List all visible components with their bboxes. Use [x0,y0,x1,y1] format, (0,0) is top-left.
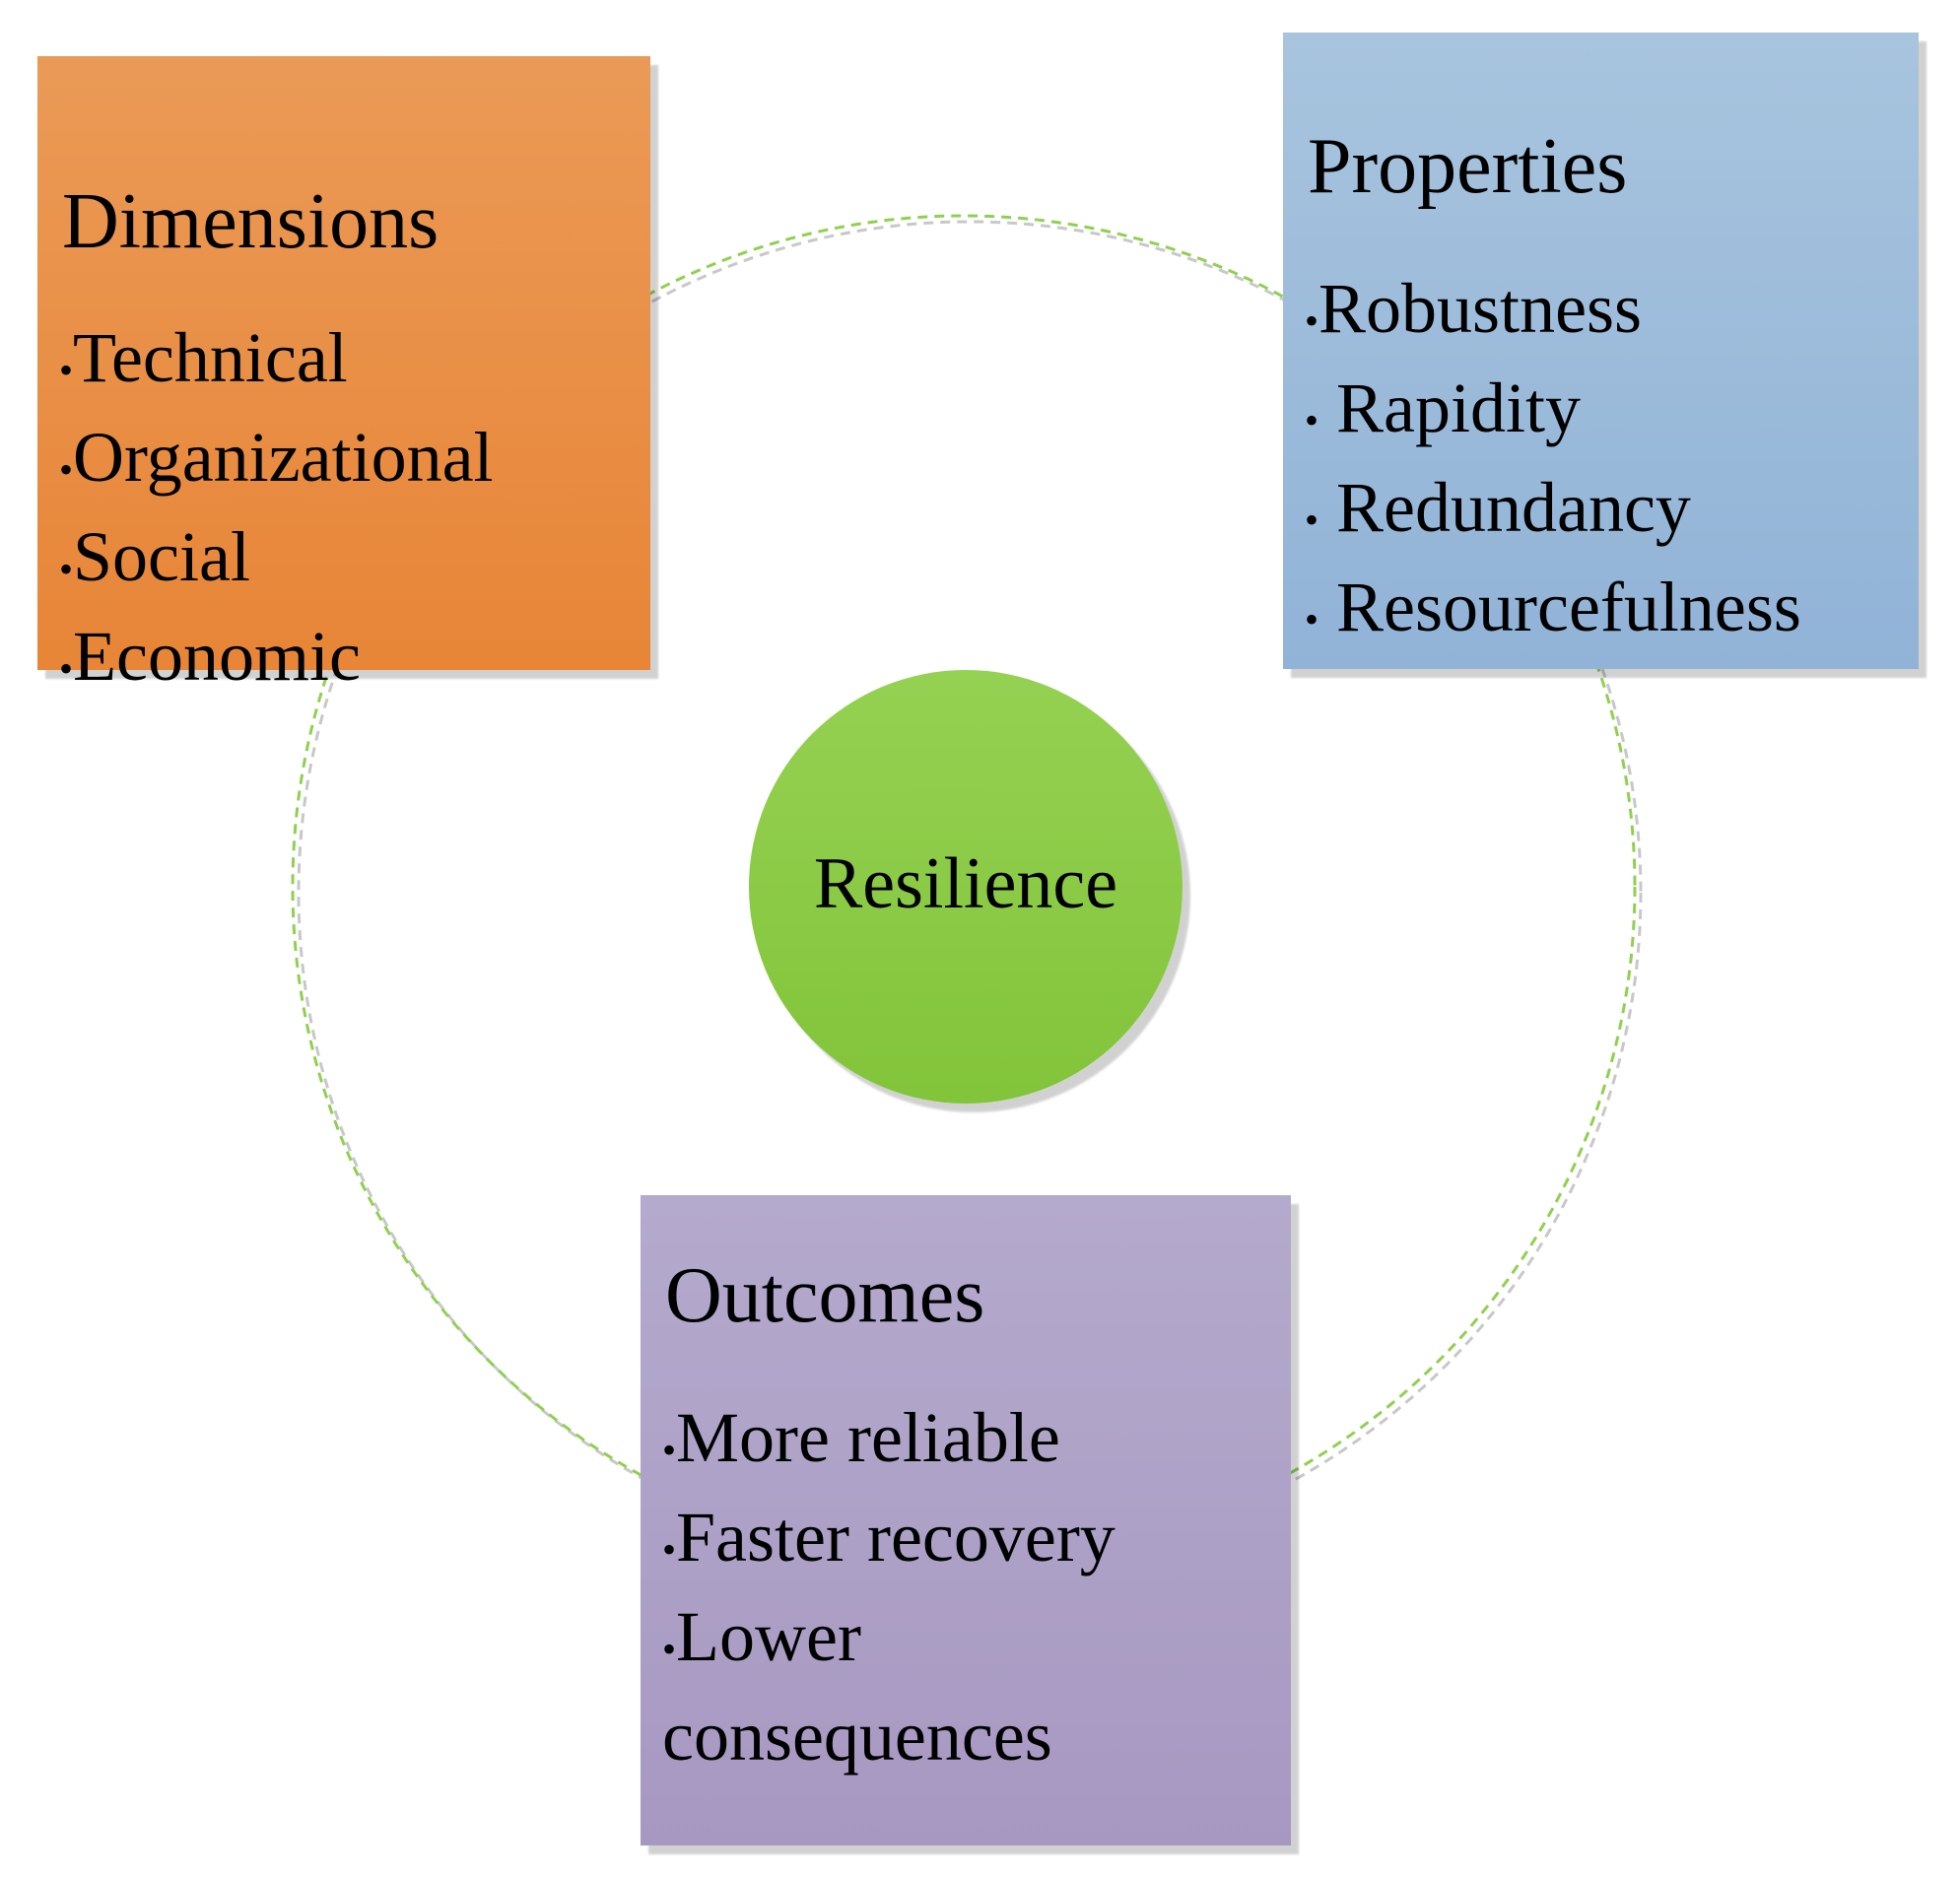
list-item-continuation: consequences [662,1693,1115,1780]
list-item-label: Social [73,517,250,596]
list-item: Robustness [1305,265,1801,365]
list-item: Faster recovery [662,1494,1115,1593]
list-item-label: Faster recovery [676,1498,1115,1576]
properties-box: Properties Robustness Rapidity Redundanc… [1283,33,1919,669]
connector-ring-shadow [297,220,1643,1566]
list-item-label: Resourcefulness [1336,568,1801,646]
bullet-icon [59,613,73,712]
list-item: Lower [662,1593,1115,1693]
list-item-label: Redundancy [1336,468,1691,547]
outcomes-title: Outcomes [665,1252,985,1339]
list-item-label: More reliable [676,1398,1060,1477]
list-item: More reliable [662,1394,1115,1494]
outcomes-list: More reliable Faster recovery Lower cons… [662,1394,1115,1780]
list-item-label: consequences [662,1697,1052,1776]
bullet-icon [59,513,73,613]
bullet-icon [662,1494,676,1593]
list-item: Technical [59,314,494,414]
bullet-icon [1305,564,1318,663]
list-item: Organizational [59,414,494,513]
properties-list: Robustness Rapidity Redundancy Resourcef… [1305,265,1801,663]
bullet-icon [662,1593,676,1693]
list-item-label: Economic [73,617,361,696]
bullet-icon [1305,265,1318,365]
list-item-label: Lower [676,1597,861,1676]
list-item-label: Technical [73,318,348,397]
dimensions-box: Dimensions Technical Organizational Soci… [37,56,650,696]
properties-title: Properties [1308,123,1628,210]
resilience-label: Resilience [813,843,1118,924]
list-item: Economic [59,613,494,712]
resilience-node: Resilience [749,670,1183,1104]
list-item: Rapidity [1305,365,1801,464]
list-item-label: Rapidity [1336,369,1582,447]
list-item-label: Organizational [73,418,494,497]
bullet-icon [1305,365,1318,464]
list-item: Social [59,513,494,613]
list-item: Redundancy [1305,464,1801,564]
bullet-icon [59,314,73,414]
dimensions-title: Dimensions [62,178,439,265]
outcomes-box: Outcomes More reliable Faster recovery L… [641,1195,1291,1845]
list-item: Resourcefulness [1305,564,1801,663]
dimensions-list: Technical Organizational Social Economic [59,314,494,712]
bullet-icon [662,1394,676,1494]
list-item-label: Robustness [1318,269,1643,348]
bullet-icon [59,414,73,513]
bullet-icon [1305,464,1318,564]
connector-ring-line [291,214,1637,1560]
